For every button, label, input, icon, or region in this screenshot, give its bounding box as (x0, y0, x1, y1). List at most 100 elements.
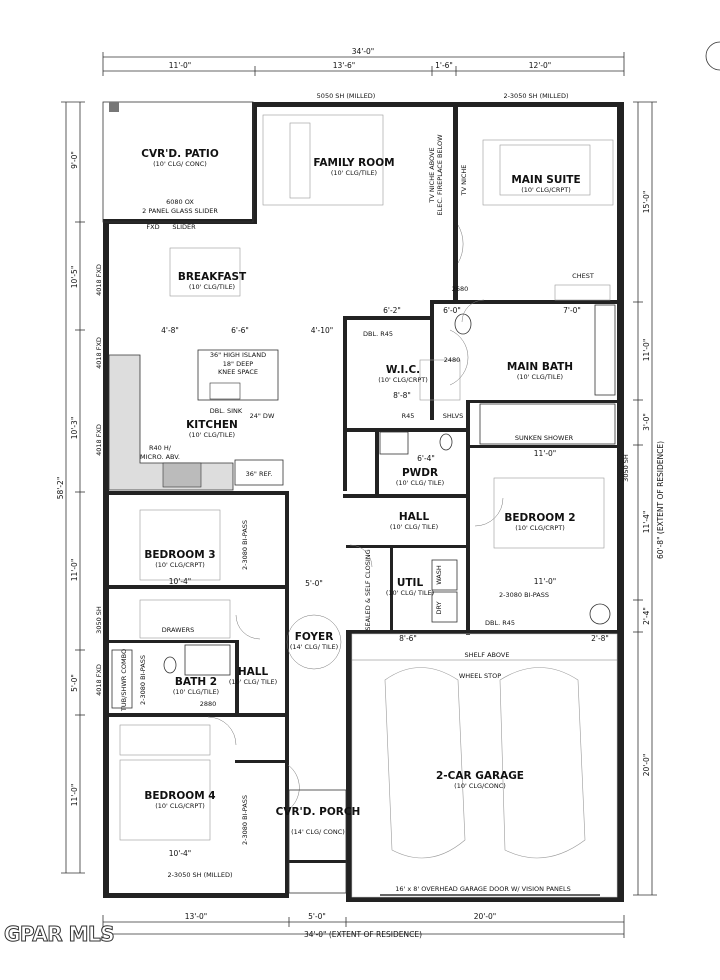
note-window-bottom: 2-3050 SH (MILLED) (167, 871, 232, 879)
dimension-labels: 34'-0" 11'-0" 13'-6" 1'-6" 12'-0" 13'-0"… (56, 47, 665, 939)
note-bipass1: 2-3080 BI-PASS (241, 520, 249, 570)
note-fxd: FXD (146, 223, 159, 231)
dim-bottom-1: 13'-0" (185, 912, 208, 921)
room-sub-wic: (10' CLG/CRPT) (378, 376, 428, 384)
note-micro2: MICRO. ABV. (140, 453, 180, 461)
room-name-mainbath: MAIN BATH (507, 361, 573, 373)
dim-w3: 11'-0" (534, 449, 557, 458)
range-icon (162, 462, 202, 488)
dim-b4w: 10'-4" (169, 849, 192, 858)
bath-fixtures (111, 304, 616, 709)
room-name-family: FAMILY ROOM (313, 157, 394, 169)
dim-left-5: 5'-0" (70, 674, 79, 692)
dim-w1: 8'-8" (393, 391, 411, 400)
dim-right-5: 2'-4" (642, 607, 651, 625)
note-tvniche2: TV NICHE (460, 165, 468, 197)
room-sub-patio: (10' CLG/ CONC) (153, 160, 207, 168)
room-sub-breakfast: (10' CLG/TILE) (189, 283, 235, 291)
dim-top-3: 1'-6" (435, 61, 453, 70)
note-door-2680: 2680 (452, 285, 469, 293)
dim-right-2: 11'-0" (642, 339, 651, 362)
note-r45: R45 (402, 412, 415, 420)
porch-outline (288, 789, 347, 894)
dim-left-3: 10'-3" (70, 417, 79, 440)
room-name-breakfast: BREAKFAST (178, 271, 247, 283)
room-name-bed4: BEDROOM 4 (144, 790, 215, 802)
vanity-icon (594, 304, 616, 396)
toilet-icon (454, 313, 472, 335)
note-bipass2: 2-3080 BI-PASS (241, 795, 249, 845)
room-name-util: UTIL (397, 577, 424, 589)
note-dblr45a: DBL. R45 (363, 330, 393, 338)
note-dw: 24" DW (250, 412, 275, 420)
note-shlvs: SHLVS (443, 412, 464, 420)
room-labels: CVR'D. PATIO (10' CLG/ CONC) FAMILY ROOM… (141, 148, 580, 836)
note-door-2880: 2880 (200, 700, 217, 708)
dim-foyer-w: 5'-0" (305, 579, 323, 588)
note-window-4018c: 4018 FXD (95, 424, 103, 456)
car-icon-2 (499, 667, 586, 859)
note-window-top2: 2-3050 SH (MILLED) (503, 92, 568, 100)
garage-area (351, 633, 618, 898)
note-chest: CHEST (572, 272, 594, 280)
toilet-icon-3 (163, 656, 177, 674)
note-shelf: SHELF ABOVE (465, 651, 510, 659)
door-swings (207, 224, 504, 811)
room-sub-hall: (10' CLG/ TILE) (390, 523, 438, 531)
room-sub-garage: (10' CLG/CONC) (454, 782, 506, 790)
note-micro1: R40 H/ (149, 444, 172, 452)
room-name-hall2: HALL (238, 666, 269, 678)
dim-mb-w: 6'-0" (443, 306, 461, 315)
note-slider: 6080 OX (166, 198, 194, 206)
dim-right-total: 60'-8" (EXTENT OF RESIDENCE) (656, 441, 665, 559)
dim-w5: 11'-0" (534, 577, 557, 586)
dim-left-4: 11'-0" (70, 559, 79, 582)
interior-dims: 4'-8" 6'-6" 4'-10" 8'-8" 6'-4" 11'-0" 8'… (161, 306, 609, 858)
note-sink: DBL. SINK (210, 407, 243, 415)
note-window-4018a: 4018 FXD (95, 264, 103, 296)
note-wash: WASH (435, 565, 443, 585)
dim-bottom-3: 20'-0" (474, 912, 497, 921)
dim-bath-w: 7'-0" (563, 306, 581, 315)
dim-left-1: 9'-0" (70, 151, 79, 169)
room-sub-bath2: (10' CLG/TILE) (173, 688, 219, 696)
furniture (119, 114, 614, 841)
dimension-lines (61, 52, 657, 938)
dim-left-6: 11'-0" (70, 784, 79, 807)
dim-top-2: 13'-6" (333, 61, 356, 70)
note-ref: 36" REF. (246, 470, 273, 478)
room-sub-kitchen: (10' CLG/TILE) (189, 431, 235, 439)
dim-bottom-total: 34'-0" (EXTENT OF RESIDENCE) (304, 930, 422, 939)
dim-right-1: 15'-0" (642, 191, 651, 214)
watermark: GPAR MLS (3, 922, 115, 947)
dim-w6: 2'-8" (591, 634, 609, 643)
dim-overall-top: 34'-0" (352, 47, 375, 56)
dim-w2: 6'-4" (417, 454, 435, 463)
room-name-foyer: FOYER (295, 631, 334, 643)
note-window-top1: 5050 SH (MILLED) (317, 92, 376, 100)
room-sub-suite: (10' CLG/CRPT) (521, 186, 571, 194)
room-sub-bed4: (10' CLG/CRPT) (155, 802, 205, 810)
note-window-3050a: 3050 SH (95, 606, 103, 634)
dim-k3: 4'-10" (311, 326, 334, 335)
note-slider-label: SLIDER (172, 223, 196, 231)
patio-outline (102, 101, 254, 223)
car-icon (384, 667, 466, 859)
note-tvniche: TV NICHE ABOVE (428, 147, 436, 203)
dim-right-6: 20'-0" (642, 754, 651, 777)
note-sealed: SEALED & SELF CLOSING (364, 549, 372, 630)
dim-pwdr-w: 6'-2" (383, 306, 401, 315)
room-name-hall: HALL (399, 511, 430, 523)
room-sub-util: (10' CLG/ TILE) (386, 589, 434, 597)
dim-left-2: 10'-5" (70, 266, 79, 289)
room-name-bed2: BEDROOM 2 (504, 512, 575, 524)
note-tub: TUB/SHWR COMBO (120, 649, 128, 712)
dim-b3w: 10'-4" (169, 577, 192, 586)
note-sunken: SUNKEN SHOWER (515, 434, 574, 442)
room-sub-pwdr: (10' CLG/ TILE) (396, 479, 444, 487)
room-name-kitchen: KITCHEN (186, 419, 238, 431)
note-dry: DRY (435, 601, 443, 614)
note-slider2: 2 PANEL GLASS SLIDER (142, 207, 218, 215)
room-name-suite: MAIN SUITE (511, 174, 580, 186)
